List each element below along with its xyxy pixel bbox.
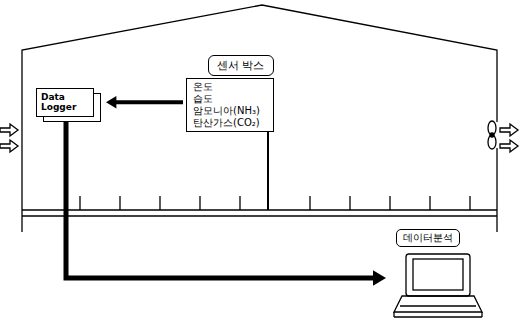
sensor-item: 탄산가스(CO₂) [193,117,267,129]
airflow-out-arrow [500,124,518,152]
monitor-case [406,254,470,296]
sensor-item: 습도 [193,93,267,105]
floor-line [22,209,497,210]
data-logger-box: Data Logger [36,88,94,117]
sensor-item: 암모니아(NH₃) [193,105,267,117]
computer-base [394,296,482,312]
computer-illustration [394,254,482,317]
base-foot [393,312,394,317]
label-box: 데이터분석 [396,229,460,247]
floor-slats [80,196,470,210]
connector-arrow [106,96,183,108]
sensor-box: 센서 박스온도습도암모니아(NH₃)탄산가스(CO₂) [186,54,274,132]
keyboard-line [400,305,476,306]
airflow-in-arrow [0,124,18,152]
base-foot [394,316,482,317]
sensor-post [267,132,269,210]
right-wall [496,148,497,232]
barn-outline [22,5,497,232]
arrow-head [373,270,386,286]
fan-symbol [488,121,496,149]
box-heading: 센서 박스 [208,55,274,76]
connector-arrow [66,117,386,286]
computer-node: 데이터분석 [388,226,488,320]
sensor-body: 온도습도암모니아(NH₃)탄산가스(CO₂) [186,78,274,132]
box-label: Data Logger [41,92,89,113]
base-foot [481,312,482,317]
connector-line [115,100,183,104]
connector-line [66,117,374,278]
sensor-item: 온도 [193,81,267,93]
floor-line [22,215,497,216]
monitor-screen [413,259,463,290]
arrow-head [106,96,116,108]
